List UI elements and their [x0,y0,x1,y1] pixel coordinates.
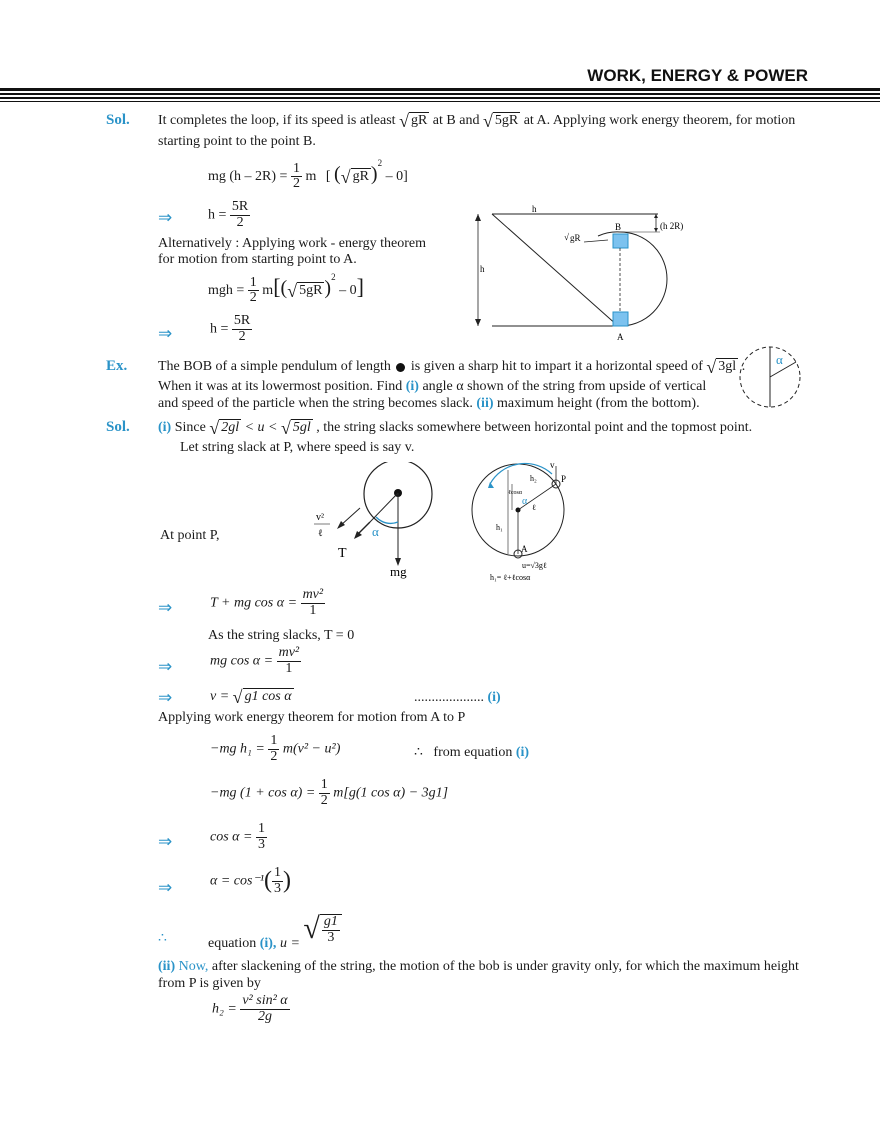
v-label: v [550,460,555,470]
P-label: P [561,474,566,484]
pendulum-circle-diagram: α [739,346,801,408]
A-label: A [521,544,528,554]
sol-label: Sol. [106,419,130,435]
ex-line1: The BOB of a simple pendulum of length i… [158,357,746,377]
label-B: B [615,222,621,232]
header-rule [0,97,880,99]
alpha-label: α [522,496,528,507]
sol2-line2: Let string slack at P, where speed is sa… [180,440,415,455]
alpha-label: α [372,524,379,539]
label-sqrt-gR: gR [570,233,581,243]
therefore-symbol: ∴ [158,931,167,946]
bob-forces-diagram: v² ℓ α T mg [314,462,433,579]
label-h: h [480,264,485,274]
alpha-label: α [776,352,783,367]
sol2-line1: (i) Since √2gl < u < √5gl , the string s… [158,418,753,438]
text-line: for motion from starting point to A. [158,252,357,267]
svg-text:√: √ [564,232,569,242]
u-label: u=√3gℓ [522,561,547,570]
implies-arrow: ⇒ [158,598,173,617]
ex-line3: and speed of the particle when the strin… [158,396,700,411]
block-B [612,233,629,249]
loop-track-diagram: h h (h 2R) B A √ gR [475,204,683,342]
v2-label: v² [316,512,324,523]
page-header-title: WORK, ENERGY & POWER [587,66,808,85]
l-label: ℓ [318,528,323,539]
sol2-part-ii-line1: (ii) Now, after slackening of the string… [158,959,799,974]
label-A: A [617,332,624,342]
header-rule [0,101,880,102]
implies-arrow: ⇒ [158,688,173,707]
sol1-line1: It completes the loop, if its speed is a… [158,111,796,131]
sol1-line2: starting point to the point B. [158,134,316,149]
l-label: ℓ [532,503,536,512]
h2-label: h₂ [530,474,537,483]
text-line: Applying work energy theorem for motion … [158,710,466,725]
h1-eq-label: h₁= ℓ+ℓcosα [490,573,531,582]
header-rule [0,93,880,95]
label-h-top: h [532,204,537,214]
ex-line2: When it was at its lowermost position. F… [158,379,707,394]
circular-motion-diagram: v h₂ P ℓcosα α ℓ h₁ A u=√3gℓ h₁= ℓ+ℓcosα [471,460,566,582]
implies-arrow: ⇒ [158,878,173,897]
text-line: At point P, [160,528,220,543]
sol2-part-ii-line2: from P is given by [158,976,261,991]
h1-label: h₁ [496,523,503,532]
implies-arrow: ⇒ [158,657,173,676]
implies-arrow: ⇒ [158,324,173,343]
mg-label: mg [390,564,407,579]
text-line: As the string slacks, T = 0 [208,628,355,643]
implies-arrow: ⇒ [158,208,173,227]
equation-reference: ∴ from equation (i) [414,745,530,760]
header-rule [0,88,880,91]
lcos-label: ℓcosα [508,490,523,496]
ex-label: Ex. [106,358,128,374]
text-line: Alternatively : Applying work - energy t… [158,236,427,251]
T-label: T [338,546,347,561]
equation: v = √g1 cos α [210,687,294,707]
equation-reference: .................... (i) [414,690,501,705]
label-h2R: (h 2R) [660,221,683,231]
implies-arrow: ⇒ [158,832,173,851]
block-A [612,311,629,327]
sol-label: Sol. [106,112,130,128]
